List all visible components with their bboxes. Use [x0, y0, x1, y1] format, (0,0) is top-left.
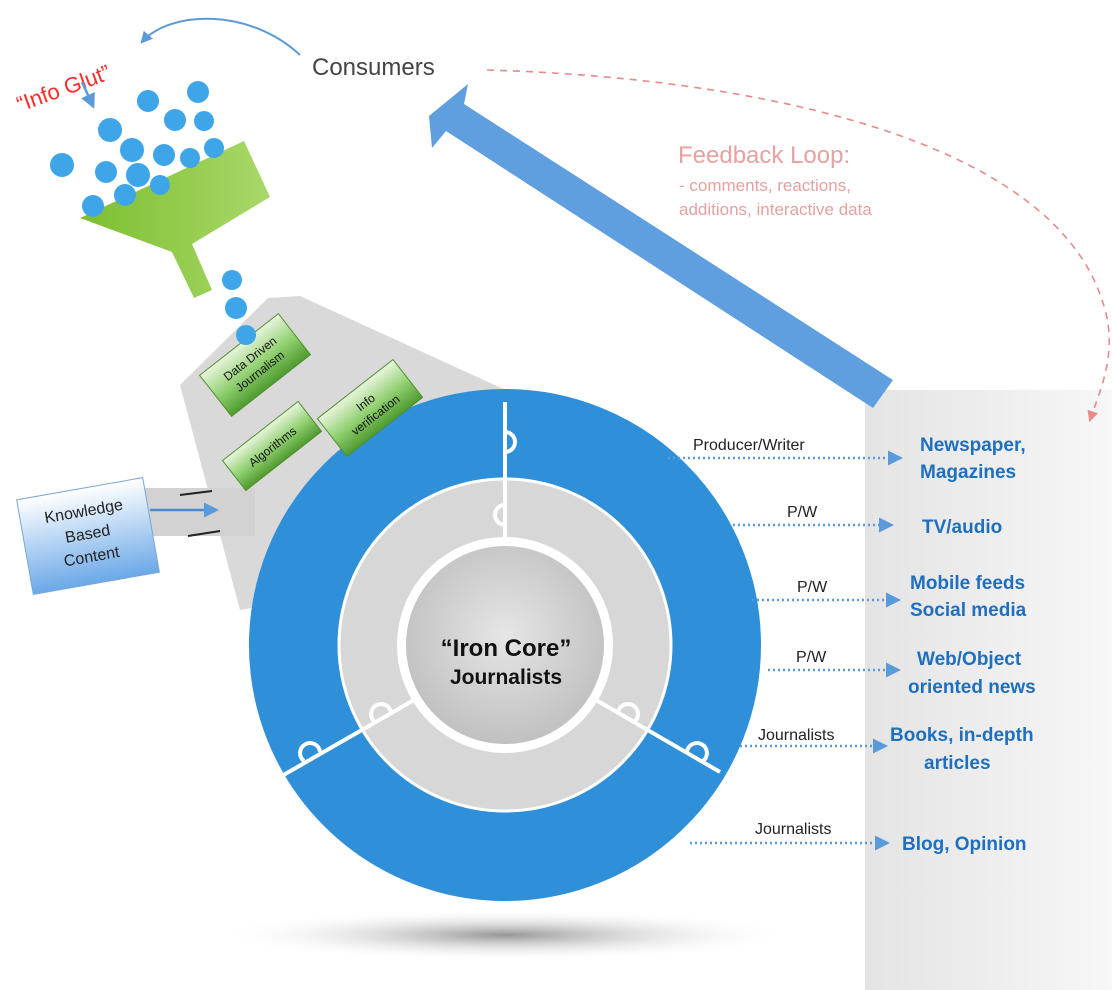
puzzle-seams — [279, 402, 722, 779]
funnel-icon — [80, 141, 270, 298]
consumers-label: Consumers — [312, 54, 435, 81]
output-title-3-line2: oriented news — [908, 677, 1036, 698]
connector-label-1: P/W — [787, 504, 818, 521]
feedback-line2: additions, interactive data — [679, 200, 872, 219]
connector-label-2: P/W — [797, 579, 828, 596]
info-drops — [50, 81, 256, 345]
connector-label-5: Journalists — [755, 821, 831, 838]
info-glut-label: “Info Glut” — [13, 60, 113, 117]
output-title-2-line2: Social media — [910, 600, 1027, 621]
output-title-5: Blog, Opinion — [902, 834, 1027, 855]
connector-label-4: Journalists — [758, 727, 834, 744]
output-title-4-line1: Books, in-depth — [890, 725, 1034, 746]
output-title-3-line1: Web/Object — [917, 649, 1022, 670]
knowledge-arrow — [145, 488, 255, 537]
output-panel — [865, 390, 1112, 990]
output-title-0-line1: Newspaper, — [920, 435, 1026, 456]
feedback-loop-arrow — [486, 69, 1110, 423]
connector-label-0: Producer/Writer — [693, 437, 805, 454]
feedback-title: Feedback Loop: — [678, 142, 850, 169]
output-title-2-line1: Mobile feeds — [910, 573, 1025, 594]
glut-curve-arrow — [140, 17, 301, 56]
output-title-4-line2: articles — [924, 753, 991, 774]
core-gap — [397, 537, 613, 753]
info-glut-arrow — [80, 81, 95, 109]
ground-shadow — [215, 909, 795, 961]
tool-data-driven: Data Driven Journalism — [198, 313, 312, 417]
connector-label-3: P/W — [796, 649, 827, 666]
tool-info-verification: Info verification — [316, 358, 424, 458]
output-title-0-line2: Magazines — [920, 462, 1016, 483]
core-title: “Iron Core” — [441, 635, 572, 662]
output-list: Producer/Writer Newspaper, Magazines P/W… — [668, 435, 1036, 855]
output-title-1: TV/audio — [922, 517, 1002, 538]
feedback-line1: - comments, reactions, — [679, 176, 851, 195]
core-subtitle: Journalists — [450, 666, 562, 689]
knowledge-box: Knowledge Based Content — [16, 477, 160, 595]
consumer-arrow — [429, 84, 893, 408]
core-circle — [406, 546, 604, 744]
